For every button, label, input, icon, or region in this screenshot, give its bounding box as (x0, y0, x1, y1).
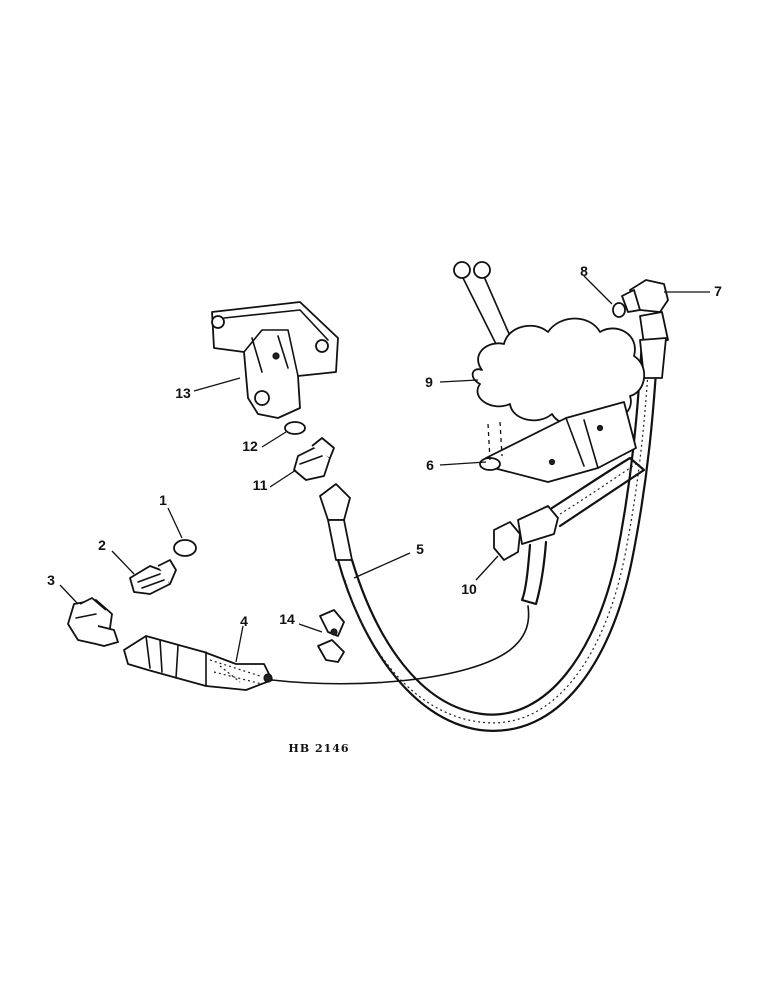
callout-2: 2 (98, 537, 106, 553)
callout-14: 14 (279, 611, 295, 627)
callout-7: 7 (714, 283, 722, 299)
connecting-tube (271, 605, 530, 685)
part-3-elbow (67, 597, 119, 647)
callout-4: 4 (240, 613, 248, 629)
part-13-bracket (211, 301, 339, 419)
part-4-short-hose (123, 635, 273, 691)
part-7-elbow (621, 279, 669, 313)
part-5-long-hose (319, 311, 669, 732)
callout-12: 12 (242, 438, 258, 454)
figure-code: HB 2146 (288, 742, 349, 755)
callout-3: 3 (47, 572, 55, 588)
part-2-connector (129, 559, 177, 595)
part-1-o-ring (173, 539, 197, 557)
callout-1: 1 (159, 492, 167, 508)
part-10-elbow-hose (493, 456, 646, 606)
part-11-adapter (293, 437, 335, 481)
callout-13: 13 (175, 385, 191, 401)
callout-9: 9 (425, 374, 433, 390)
callout-10: 10 (461, 581, 477, 597)
part-12-o-ring (284, 421, 306, 435)
callout-8: 8 (580, 263, 588, 279)
callout-11: 11 (253, 477, 268, 493)
callout-5: 5 (416, 541, 424, 557)
callout-6: 6 (426, 457, 434, 473)
part-6-plate (479, 401, 637, 483)
leader-lines (59, 275, 710, 663)
part-9-control-valve (453, 261, 645, 427)
part-8-o-ring (612, 302, 626, 318)
part-14-clip (317, 609, 345, 663)
